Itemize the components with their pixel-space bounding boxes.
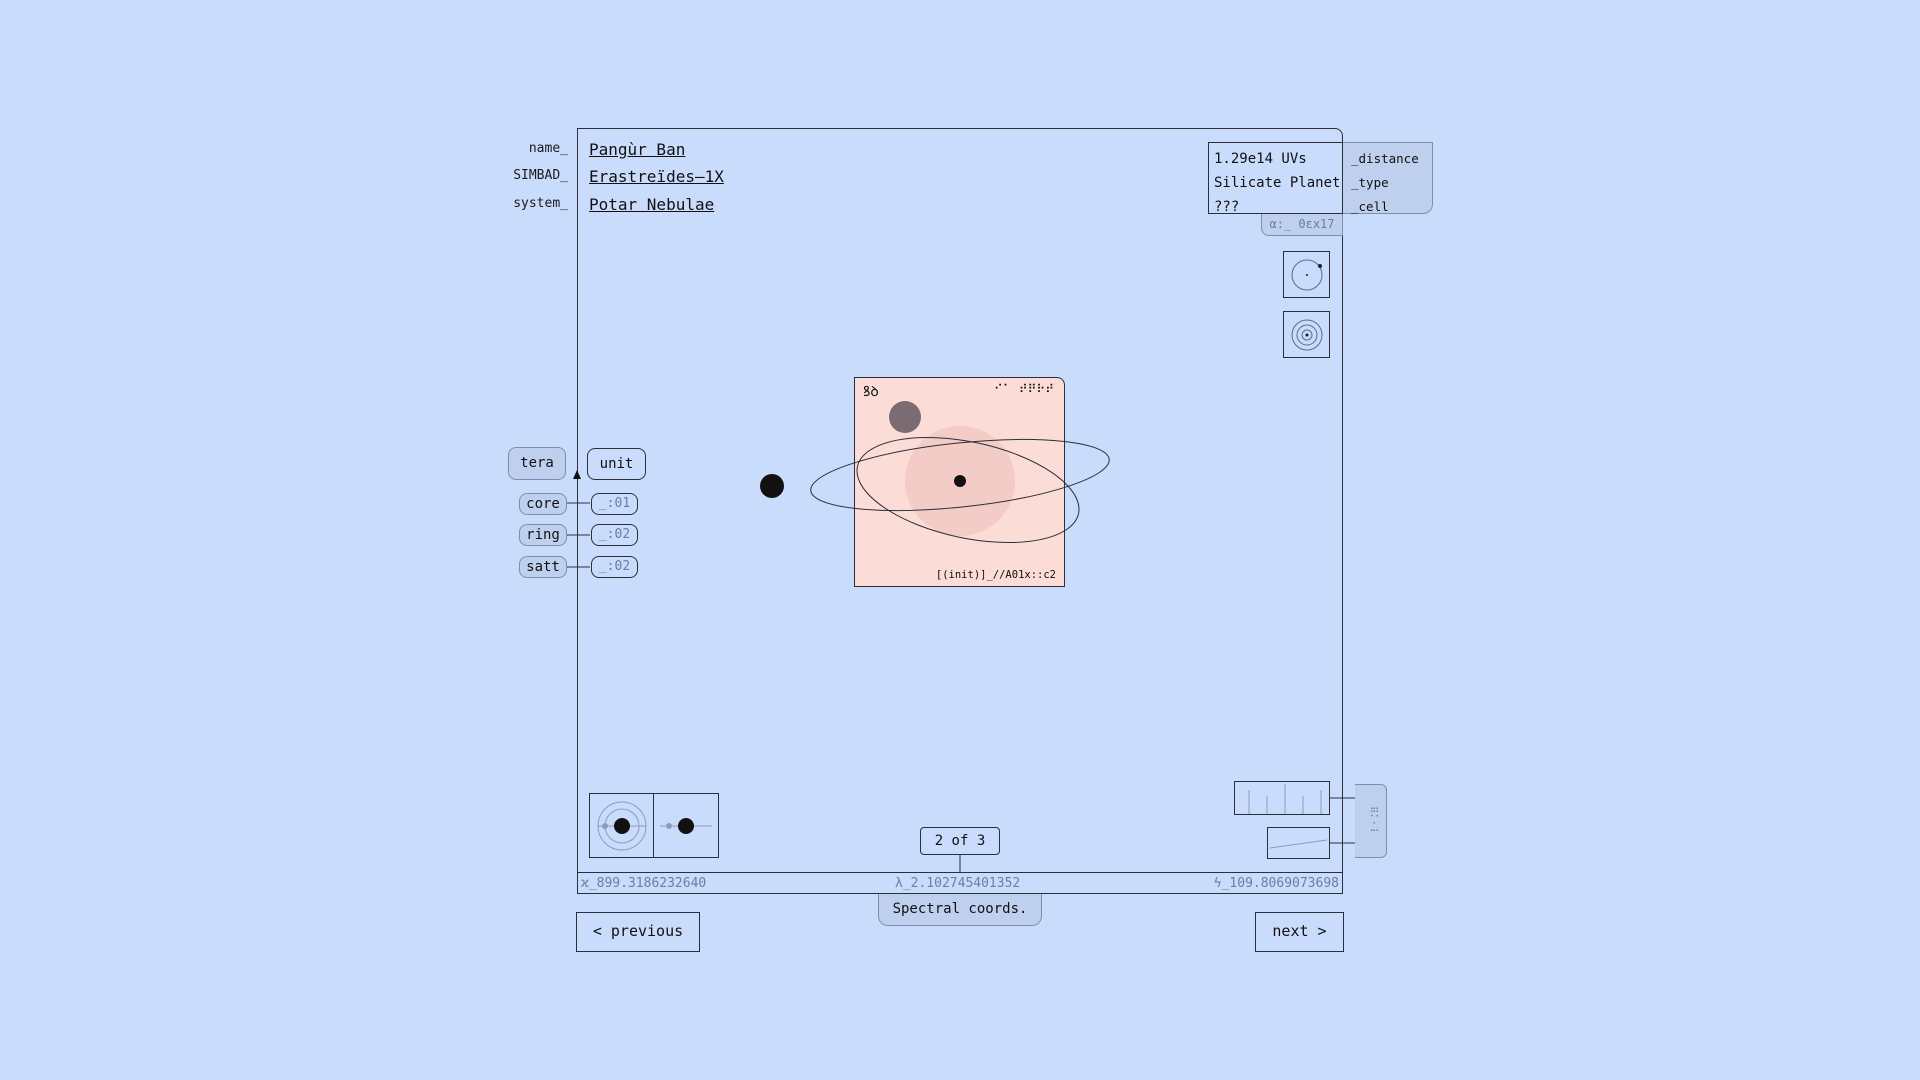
planet-thumb-icon xyxy=(660,818,712,834)
coord-left: ϰ_899.3186232640 xyxy=(581,876,707,891)
pager-connector xyxy=(959,855,961,873)
simbad-label: SIMBAD_ xyxy=(513,168,568,183)
orbit-view-button[interactable] xyxy=(1283,251,1330,298)
card-code: [(init)]_//A01x::c2 xyxy=(935,569,1056,581)
name-label: name_ xyxy=(528,141,568,156)
rings-view-button[interactable] xyxy=(1283,311,1330,358)
simbad-link[interactable]: Erastreïdes–1X xyxy=(589,167,724,186)
comp-value-ring: _:02 xyxy=(591,524,638,546)
slope-line-icon xyxy=(1269,839,1328,849)
system-link[interactable]: Potar Nebulae xyxy=(589,195,715,214)
type-value: Silicate Planet xyxy=(1214,175,1341,191)
cell-label: _cell xyxy=(1351,199,1389,214)
unit-tab[interactable]: unit xyxy=(587,448,646,480)
widget-connectors xyxy=(1330,797,1356,844)
thumbnail-group xyxy=(589,793,719,858)
comp-label-ring: ring xyxy=(519,524,567,546)
distance-label: _distance xyxy=(1351,151,1419,166)
gradient-widget xyxy=(1267,827,1330,859)
info-labels-tab: _distance _type _cell xyxy=(1343,142,1433,214)
inner-orbit xyxy=(856,436,1080,544)
comp-value-satt: _:02 xyxy=(591,556,638,578)
orbit-diagram xyxy=(760,401,1110,544)
moon-black xyxy=(760,474,784,498)
card-braille: ⠊⠁ ⠞⠟⠗⠞ xyxy=(994,382,1054,396)
thumb-system-button[interactable] xyxy=(590,794,654,857)
orbit-view-icon xyxy=(1291,259,1323,291)
composition-connectors xyxy=(566,470,590,568)
info-box: 1.29e14 UVs Silicate Planet ??? xyxy=(1208,142,1343,215)
coord-right: ϟ_109.8069073698 xyxy=(1213,876,1339,891)
type-label: _type xyxy=(1351,175,1389,190)
outer-orbit xyxy=(810,439,1110,511)
coords-bar: ϰ_899.3186232640 λ_2.102745401352 ϟ_109.… xyxy=(577,872,1343,894)
distance-value: 1.29e14 UVs xyxy=(1214,151,1307,167)
cell-value: ??? xyxy=(1214,199,1240,215)
tera-tab[interactable]: tera xyxy=(508,447,566,480)
system-thumb-icon xyxy=(597,801,647,851)
spectrum-ruler xyxy=(1234,781,1330,815)
planet-name-link[interactable]: Pangùr Ban xyxy=(589,140,686,159)
page-indicator: 2 of 3 xyxy=(920,827,1000,855)
next-button[interactable]: next > xyxy=(1255,912,1344,952)
planet-viewer-frame xyxy=(577,128,1343,894)
rings-view-icon xyxy=(1291,319,1323,351)
coord-center: λ_2.102745401352 xyxy=(895,876,1021,891)
ruler-ticks-icon xyxy=(1248,784,1322,814)
spectral-coords-tab[interactable]: Spectral coords. xyxy=(878,894,1042,926)
side-braille-tab: ⠿⠅⠂⠇ xyxy=(1355,784,1387,858)
previous-button[interactable]: < previous xyxy=(576,912,700,952)
comp-value-core: _:01 xyxy=(591,493,638,515)
card-glyph: ꝸꝺ xyxy=(863,384,879,400)
planet-core xyxy=(954,475,966,487)
system-label: system_ xyxy=(513,196,568,211)
thumb-planet-button[interactable] xyxy=(654,794,718,857)
alpha-readout: α:_ 0εx17 xyxy=(1261,214,1343,236)
comp-label-satt: satt xyxy=(519,556,567,578)
moon-grey xyxy=(889,401,921,433)
comp-label-core: core xyxy=(519,493,567,515)
caret-up-icon xyxy=(573,470,581,479)
